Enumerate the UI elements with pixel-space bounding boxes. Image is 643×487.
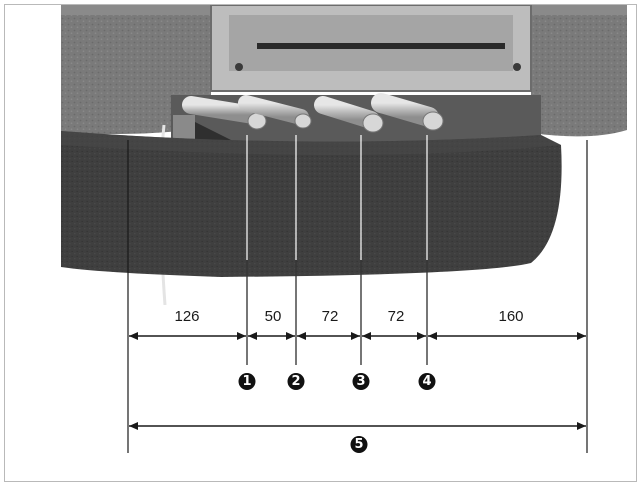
appliance-photo — [61, 5, 627, 305]
dimension-label-3: 72 — [321, 308, 339, 325]
dimension-line-4-arrow-end — [417, 332, 426, 340]
pipes — [173, 93, 444, 155]
overall-width-marker: 5 — [350, 436, 368, 453]
dimension-line-5-arrow-end — [577, 332, 586, 340]
dimension-line-5-arrow-start — [428, 332, 437, 340]
dimension-line-3-arrow-end — [351, 332, 360, 340]
diagram-frame: 126 50 72 72 160 1 2 3 4 5 — [4, 4, 637, 482]
dimension-line-2-arrow-end — [286, 332, 295, 340]
dimension-line-4-arrow-start — [362, 332, 371, 340]
foam-housing-right — [531, 5, 627, 137]
dimension-line-1-arrow-start — [129, 332, 138, 340]
dimension-label-5: 160 — [498, 308, 524, 325]
dimension-line-1-arrow-end — [237, 332, 246, 340]
connection-marker-2: 2 — [287, 373, 305, 390]
connection-marker-4: 4 — [418, 373, 436, 390]
overall-dimension-line-arrow-end — [577, 422, 586, 430]
dimension-label-4: 72 — [387, 308, 405, 325]
overall-dimension-line-arrow-start — [129, 422, 138, 430]
dimension-line-2-arrow-start — [248, 332, 257, 340]
dimension-line-3-arrow-start — [297, 332, 306, 340]
foam-tray — [61, 131, 562, 277]
dimension-overlay — [127, 135, 588, 453]
connection-marker-1: 1 — [238, 373, 256, 390]
dimension-label-1: 126 — [174, 308, 200, 325]
dimension-label-2: 50 — [264, 308, 282, 325]
connection-marker-3: 3 — [352, 373, 370, 390]
